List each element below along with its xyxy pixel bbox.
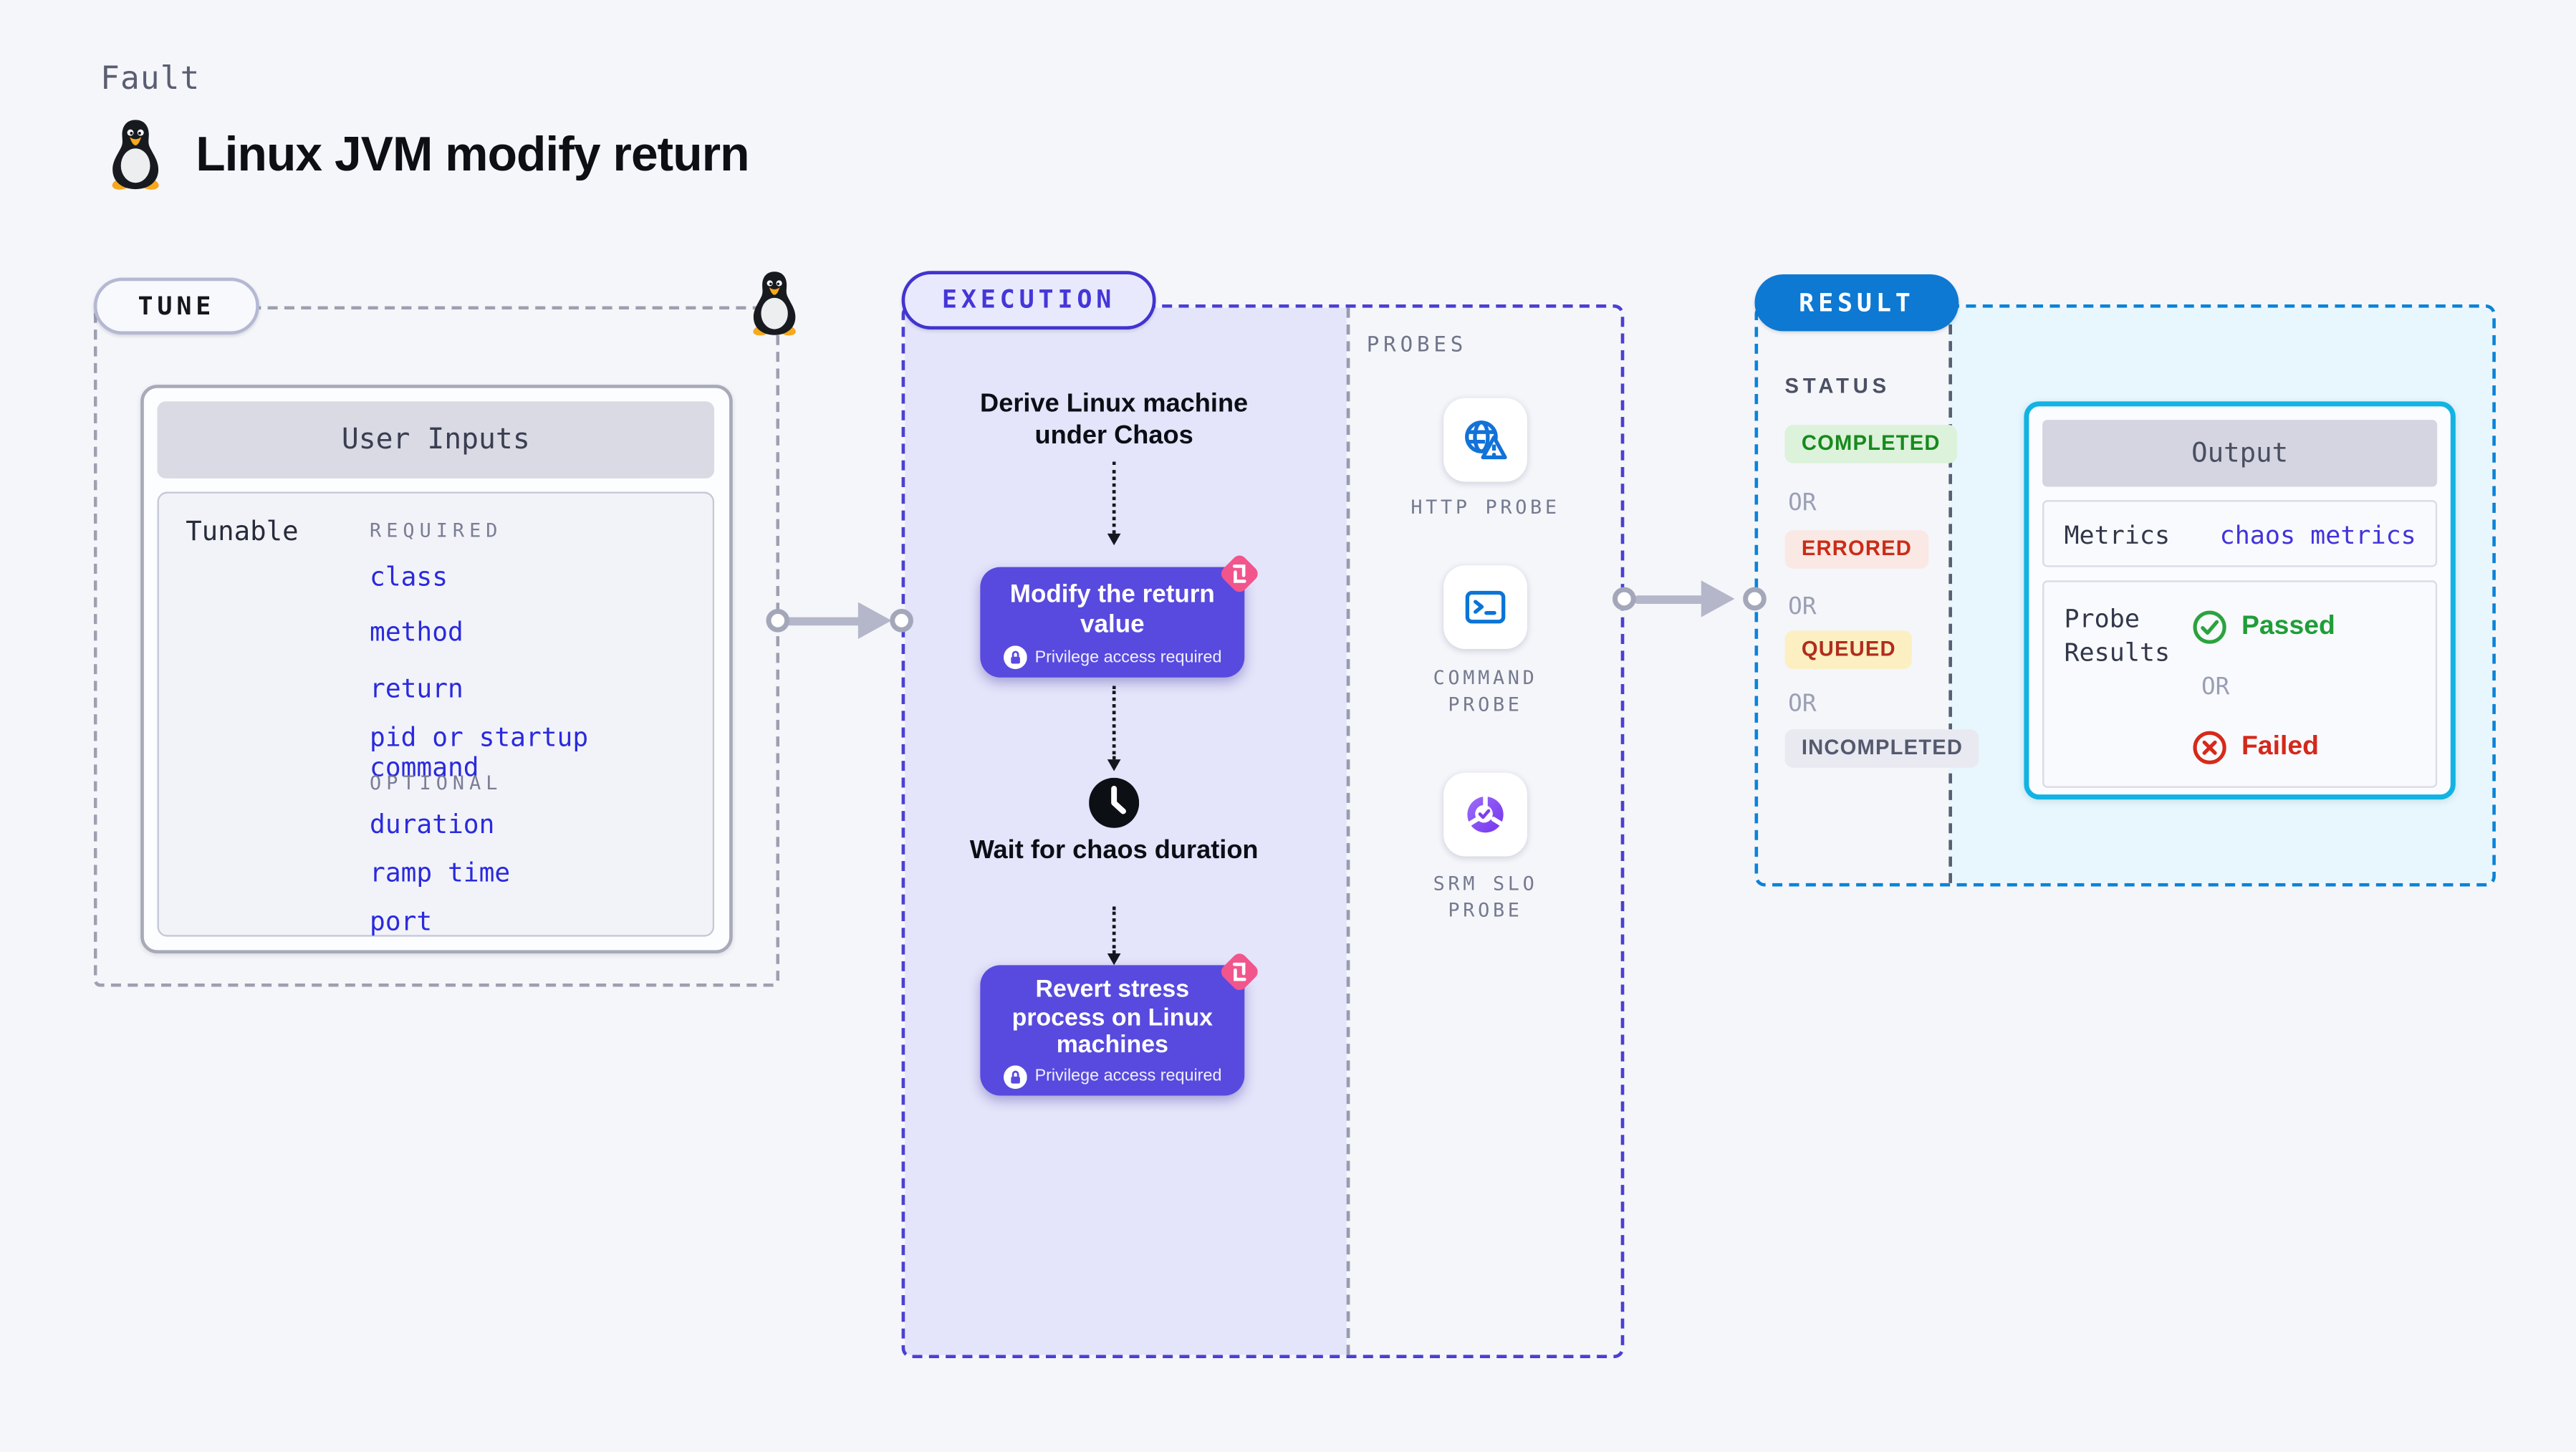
probes-divider [1346, 307, 1350, 1355]
srm-slo-probe-label: SRM SLO PROBE [1433, 871, 1538, 921]
or-label: OR [1788, 691, 1817, 718]
input-duration: duration [370, 809, 495, 840]
connector-ring [890, 608, 913, 633]
fault-eyebrow: Fault [100, 60, 201, 97]
metrics-row: Metrics chaos metrics [2042, 500, 2438, 567]
optional-label: OPTIONAL [370, 771, 503, 795]
arrow-execution-to-result [1634, 595, 1705, 603]
circle-x-icon [2193, 731, 2226, 764]
connector-ring [1612, 587, 1636, 611]
http-probe-card [1443, 398, 1527, 482]
arrowhead-icon [857, 602, 892, 639]
page-title: Linux JVM modify return [196, 128, 749, 183]
privilege-note: Privilege access required [980, 645, 1244, 670]
connector-ring [766, 608, 790, 633]
user-inputs-title: User Inputs [157, 401, 715, 479]
input-ramp-time: ramp time [370, 857, 511, 888]
or-label: OR [2201, 674, 2230, 701]
flow-arrow-down-icon [1107, 906, 1121, 966]
failed-label: Failed [2241, 732, 2319, 761]
lock-icon [1003, 645, 1027, 670]
arrowhead-icon [1701, 580, 1735, 617]
execution-pill: EXECUTION [901, 271, 1156, 330]
metrics-label: Metrics [2064, 520, 2171, 551]
tune-section [93, 306, 780, 987]
modify-return-title: Modify the return value [1009, 580, 1215, 639]
or-label: OR [1788, 593, 1817, 621]
failed-result: Failed [2191, 729, 2319, 766]
wait-step-text: Wait for chaos duration [969, 836, 1259, 865]
privilege-note-text: Privilege access required [1034, 648, 1222, 667]
revert-stress-title: Revert stress process on Linux machines [1011, 976, 1213, 1059]
status-label: STATUS [1784, 375, 1890, 398]
output-title: Output [2042, 420, 2438, 487]
command-probe-label: COMMAND PROBE [1433, 665, 1538, 716]
passed-label: Passed [2241, 612, 2335, 641]
passed-result: Passed [2191, 609, 2335, 645]
arrow-tune-to-execution [786, 616, 863, 625]
globe-alert-icon [1465, 420, 1507, 460]
modify-return-step: Modify the return value Privilege access… [980, 567, 1245, 678]
status-badge-queued: QUEUED [1784, 630, 1913, 670]
derive-step-text: Derive Linux machine under Chaos [980, 390, 1249, 451]
user-inputs-card: User Inputs Tunable REQUIRED class metho… [140, 385, 733, 953]
probe-results-label: Probe Results [2064, 603, 2171, 668]
execution-flow-panel [905, 307, 1347, 1355]
status-badge-completed: COMPLETED [1784, 425, 1957, 463]
chaos-pinwheel-badge-icon [1214, 947, 1264, 997]
command-probe-card [1443, 565, 1527, 650]
output-card: Output Metrics chaos metrics Probe Resul… [2024, 401, 2456, 800]
probes-label: PROBES [1366, 331, 1468, 357]
input-pid-or-startup-command: pid or startup command [370, 722, 589, 783]
input-class: class [370, 562, 448, 592]
probe-results-row: Probe Results Passed OR Failed [2042, 580, 2438, 788]
linux-tux-icon [751, 271, 797, 337]
result-divider [1948, 307, 1953, 883]
flow-arrow-down-icon [1107, 686, 1121, 771]
tunable-label: Tunable [186, 515, 299, 547]
input-method: method [370, 617, 463, 648]
chaos-pinwheel-badge-icon [1214, 549, 1264, 599]
srm-slo-probe-card [1443, 772, 1527, 857]
privilege-note-text: Privilege access required [1034, 1067, 1222, 1086]
linux-tux-icon [110, 120, 160, 191]
slo-donut-check-icon [1467, 794, 1504, 833]
terminal-icon [1465, 590, 1506, 624]
privilege-note: Privilege access required [980, 1064, 1244, 1088]
flow-arrow-down-icon [1107, 461, 1121, 546]
tune-pill: TUNE [93, 277, 259, 335]
result-pill: RESULT [1754, 274, 1959, 332]
lock-icon [1003, 1064, 1027, 1088]
status-badge-errored: ERRORED [1784, 530, 1929, 569]
execution-section: Derive Linux machine under Chaos Modify … [901, 304, 1625, 1359]
wait-clock-icon [1089, 777, 1140, 828]
chaos-metrics-link[interactable]: chaos metrics [2219, 520, 2416, 551]
or-label: OR [1788, 490, 1817, 517]
connector-ring [1743, 587, 1767, 611]
revert-stress-step: Revert stress process on Linux machines … [980, 965, 1245, 1096]
user-inputs-table: Tunable REQUIRED class method return pid… [157, 491, 715, 937]
status-badge-incompleted: INCOMPLETED [1784, 729, 1980, 768]
circle-check-icon [2193, 610, 2226, 644]
http-probe-label: HTTP PROBE [1410, 495, 1560, 519]
input-port: port [370, 906, 433, 937]
required-label: REQUIRED [370, 518, 503, 542]
input-return: return [370, 674, 463, 705]
